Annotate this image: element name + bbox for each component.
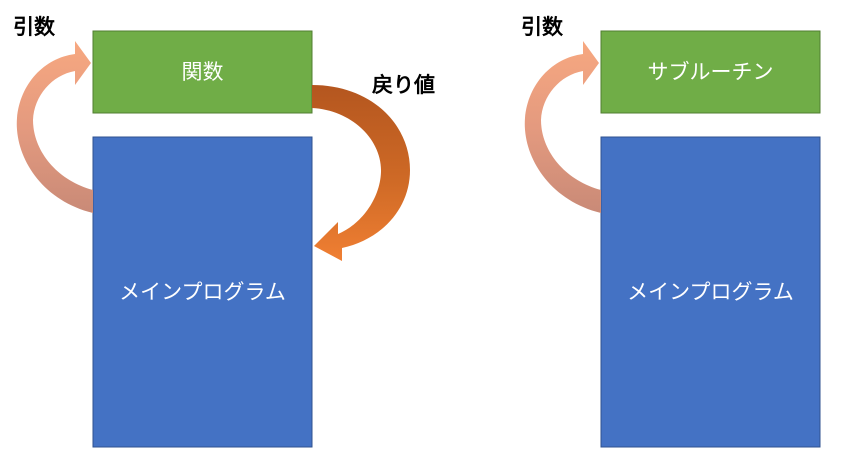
return-label: 戻り値 xyxy=(372,73,435,97)
argument-arrow-right xyxy=(524,41,601,213)
function-label: 関数 xyxy=(182,60,224,84)
right-diagram: サブルーチン メインプログラム 引数 xyxy=(521,15,821,448)
main-program-box-right xyxy=(600,136,821,448)
left-diagram: 関数 メインプログラム 引数 戻り値 xyxy=(13,15,435,448)
subroutine-box xyxy=(600,30,821,114)
argument-label-right: 引数 xyxy=(521,15,564,39)
return-arrow xyxy=(312,85,410,261)
function-box xyxy=(92,30,313,114)
main-program-box xyxy=(92,136,313,448)
subroutine-label: サブルーチン xyxy=(648,60,774,84)
main-program-label: メインプログラム xyxy=(119,280,286,304)
argument-arrow xyxy=(16,41,93,213)
main-program-label-right: メインプログラム xyxy=(627,280,794,304)
argument-label: 引数 xyxy=(13,15,56,39)
